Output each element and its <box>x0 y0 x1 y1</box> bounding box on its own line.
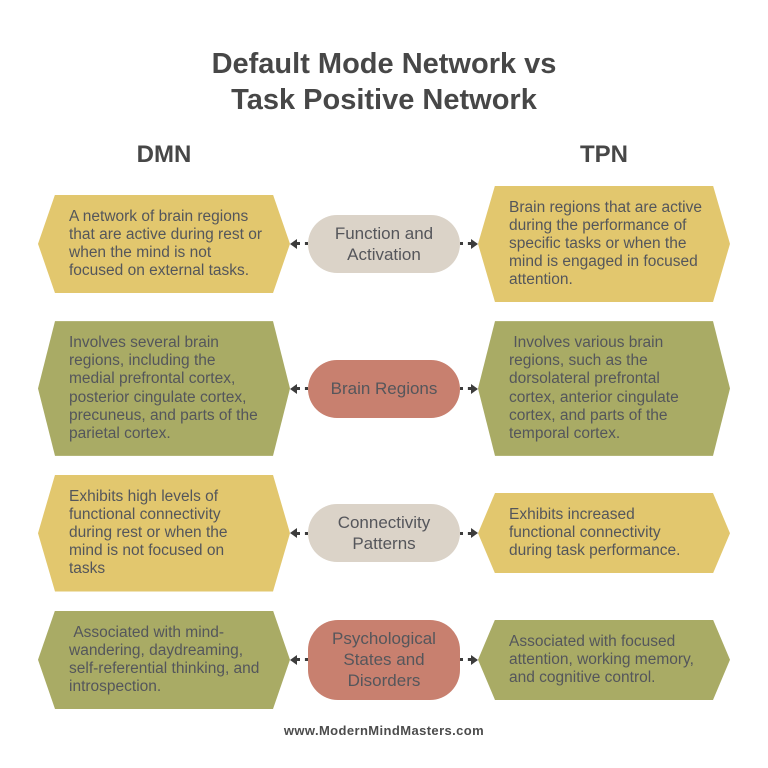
dotted-line <box>460 242 471 246</box>
dotted-line <box>460 531 471 535</box>
dotted-line <box>460 658 471 662</box>
category-pill-function: Function and Activation <box>308 214 460 274</box>
tpn-connectivity-box: Exhibits increased functional connectivi… <box>478 493 730 573</box>
tpn-function-box: Brain regions that are active during the… <box>478 186 730 303</box>
row-function-and-activation: A network of brain regions that are acti… <box>38 186 730 303</box>
arrow-right-icon <box>471 528 478 539</box>
arrow-left-icon <box>290 383 297 394</box>
row-brain-regions: Involves several brain regions, includin… <box>38 321 730 456</box>
dotted-line <box>297 242 308 246</box>
page-title: Default Mode Network vs Task Positive Ne… <box>0 46 768 119</box>
dotted-line <box>460 387 471 390</box>
dmn-function-box: A network of brain regions that are acti… <box>38 195 290 294</box>
row-connectivity-patterns: Exhibits high levels of functional conne… <box>38 475 730 592</box>
dmn-psychological-box: Associated with mind-wandering, daydream… <box>38 611 290 710</box>
tpn-brain-regions-box: Involves various brain regions, such as … <box>478 321 730 456</box>
right-connector <box>460 383 478 395</box>
right-connector <box>460 654 478 666</box>
dotted-line <box>297 531 308 535</box>
tpn-psychological-box: Associated with focused attention, worki… <box>478 620 730 700</box>
arrow-left-icon <box>290 654 297 665</box>
right-connector <box>460 238 478 250</box>
dotted-line <box>297 387 308 390</box>
row-psychological-states: Associated with mind-wandering, daydream… <box>38 611 730 710</box>
dmn-brain-regions-box: Involves several brain regions, includin… <box>38 321 290 456</box>
left-connector <box>290 383 308 395</box>
left-connector <box>290 654 308 666</box>
column-headers: DMN TPN <box>0 141 768 169</box>
website-url: www.ModernMindMasters.com <box>283 723 485 738</box>
arrow-left-icon <box>290 238 297 249</box>
arrow-right-icon <box>471 238 478 249</box>
category-pill-brain-regions: Brain Regions <box>308 359 460 418</box>
left-connector <box>290 238 308 250</box>
arrow-right-icon <box>471 654 478 665</box>
category-pill-psychological: Psychological States and Disorders <box>308 619 460 700</box>
arrow-left-icon <box>290 528 297 539</box>
column-header-dmn: DMN <box>136 140 192 168</box>
page-title-line1: Default Mode Network vs <box>211 48 557 80</box>
category-pill-connectivity: Connectivity Patterns <box>308 503 460 563</box>
right-connector <box>460 527 478 539</box>
dmn-connectivity-box: Exhibits high levels of functional conne… <box>38 475 290 592</box>
comparison-rows: A network of brain regions that are acti… <box>0 186 768 710</box>
page-title-line2: Task Positive Network <box>231 84 537 117</box>
dotted-line <box>297 658 308 662</box>
arrow-right-icon <box>471 383 478 394</box>
left-connector <box>290 527 308 539</box>
column-header-tpn: TPN <box>580 140 628 168</box>
